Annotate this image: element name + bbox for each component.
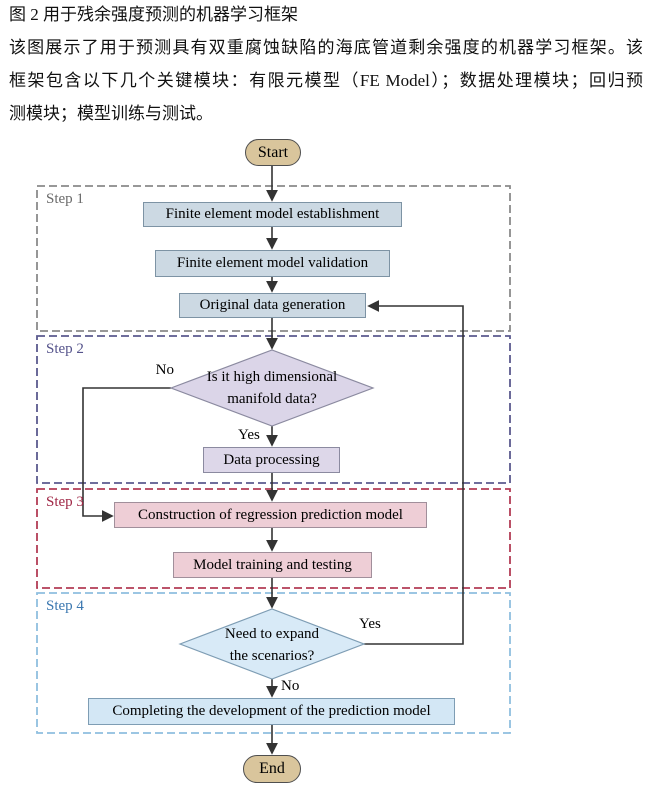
manifold-yes-label: Yes xyxy=(238,427,260,443)
end-node: End xyxy=(243,755,301,783)
figure-title: 图 2 用于残余强度预测的机器学习框架 xyxy=(9,5,298,24)
manifold-no-label: No xyxy=(155,362,174,378)
expand-decision-label: Need to expand the scenarios? xyxy=(224,625,320,665)
arrow-manifold-no-branch xyxy=(82,387,171,522)
arrow-expand-yes-feedback xyxy=(364,300,464,645)
manifold-decision-diamond xyxy=(169,349,375,427)
caption-line: 框架包含以下几个关键模块：有限元模型（FE Model）；数据处理模块；回归预 xyxy=(9,71,643,90)
step2-container-border xyxy=(36,335,511,484)
regression-construction-node: Construction of regression prediction mo… xyxy=(114,502,427,528)
training-testing-node: Model training and testing xyxy=(173,552,372,578)
expand-yes-label: Yes xyxy=(359,616,381,632)
data-processing-node: Data processing xyxy=(203,447,340,473)
step4-label: Step 4 xyxy=(46,598,84,614)
expand-decision-diamond xyxy=(178,608,366,680)
step2-label: Step 2 xyxy=(46,341,84,357)
manifold-decision-label: Is it high dimensional manifold data? xyxy=(206,368,338,408)
step4-container-border xyxy=(36,592,511,734)
caption-line: 测模块；模型训练与测试。 xyxy=(9,104,213,123)
fe-establishment-node: Finite element model establishment xyxy=(143,202,402,227)
expand-no-label: No xyxy=(281,678,300,694)
step1-container-border xyxy=(36,185,511,332)
data-generation-node: Original data generation xyxy=(179,293,366,318)
step3-container-border xyxy=(36,488,511,589)
step3-label: Step 3 xyxy=(46,494,84,510)
start-node: Start xyxy=(245,139,301,166)
fe-validation-node: Finite element model validation xyxy=(155,250,390,277)
completion-node: Completing the development of the predic… xyxy=(88,698,455,725)
caption-line: 该图展示了用于预测具有双重腐蚀缺陷的海底管道剩余强度的机器学习框架。该 xyxy=(9,38,643,57)
step1-label: Step 1 xyxy=(46,191,84,207)
